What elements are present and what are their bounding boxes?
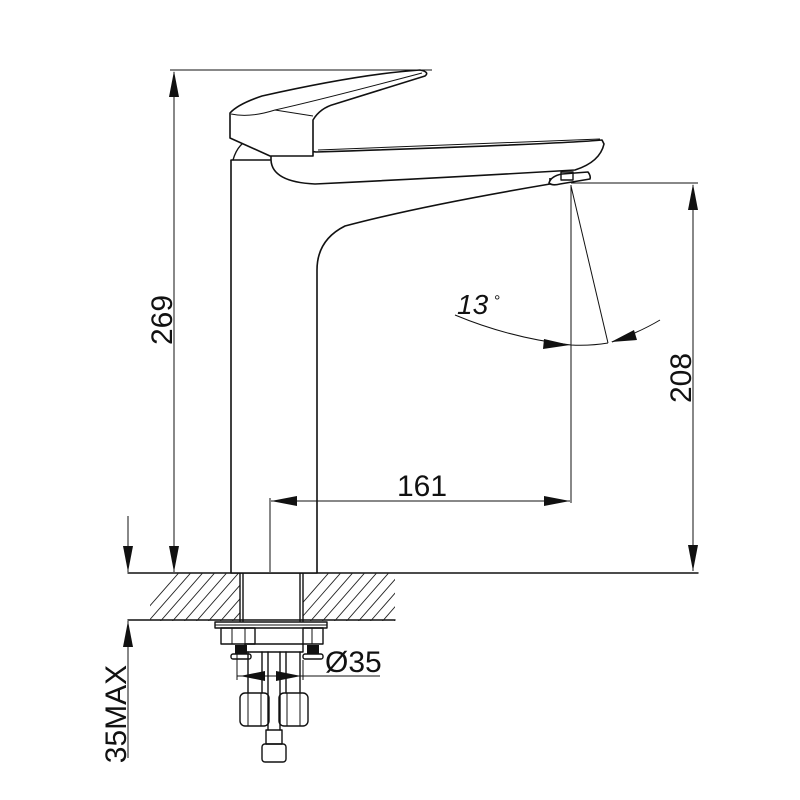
countertop-hatch-left	[150, 573, 240, 621]
aerator	[548, 171, 592, 186]
dimension-total-height: 269	[146, 69, 432, 572]
label-13: 13	[457, 289, 489, 320]
degree-symbol: °	[494, 293, 500, 310]
countertop-hatch-right	[303, 573, 395, 621]
dimension-outlet-angle: 13 °	[454, 185, 661, 349]
label-dia35: Ø35	[325, 646, 382, 679]
lever-handle	[229, 69, 428, 157]
dimension-spout-reach: 161	[269, 185, 572, 572]
dimension-spout-height: 208	[571, 182, 698, 571]
label-161: 161	[397, 470, 447, 503]
dimension-max-thickness: 35MAX	[100, 516, 133, 763]
dimension-hole-diameter: Ø35	[236, 646, 382, 681]
countertop-section	[127, 572, 699, 622]
label-269: 269	[146, 295, 179, 345]
spout	[270, 138, 605, 185]
mounting-hardware	[214, 621, 328, 763]
faucet-body	[230, 137, 551, 574]
label-35max: 35MAX	[100, 665, 133, 763]
label-208: 208	[665, 353, 698, 403]
